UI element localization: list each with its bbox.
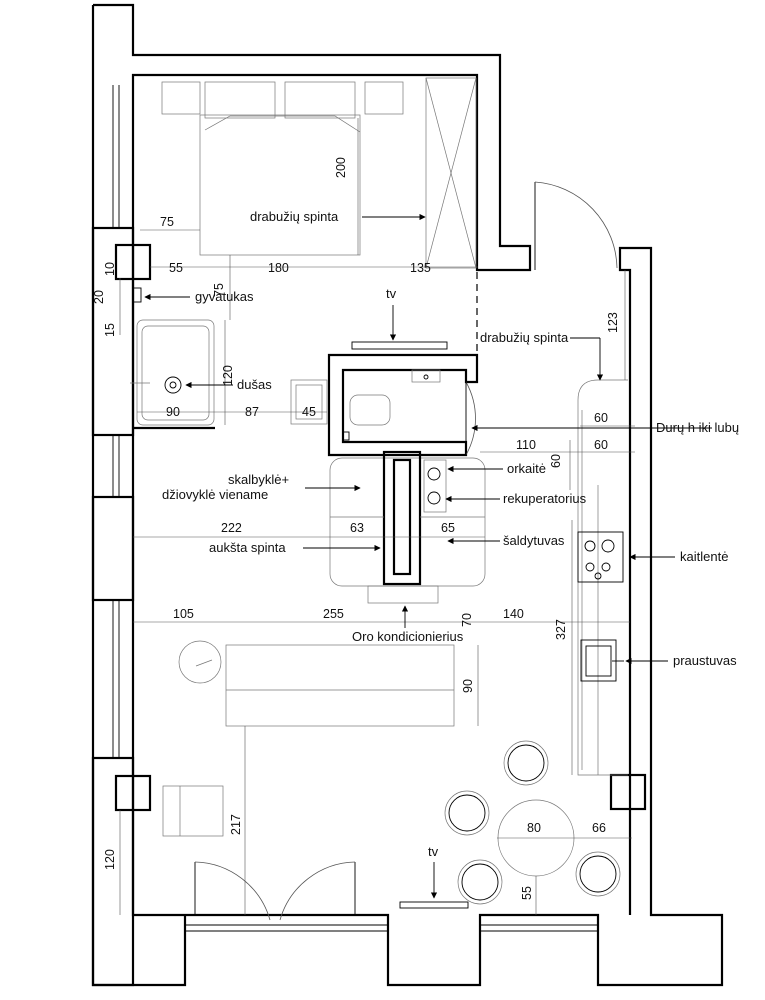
shower-tray (130, 319, 215, 426)
dim-15: 15 (103, 323, 117, 337)
label-recuperator: rekuperatorius (503, 491, 587, 506)
label-tv-bottom: tv (428, 844, 439, 859)
dim-222: 222 (221, 521, 242, 535)
armchair (162, 785, 224, 837)
bedroom-wardrobe (425, 77, 477, 269)
dim-140: 140 (503, 607, 524, 621)
label-shower: dušas (237, 377, 272, 392)
dim-65: 65 (441, 521, 455, 535)
label-washer-dryer-1: skalbyklė+ (228, 472, 289, 487)
label-wardrobe-hall: drabužių spinta (480, 330, 569, 345)
balcony-doors[interactable] (194, 861, 356, 921)
dim-10: 10 (103, 262, 117, 276)
dimension-texts: 200 75 10 55 180 135 75 20 15 120 90 87 … (92, 157, 620, 900)
dim-327: 327 (554, 619, 568, 640)
label-tv-top: tv (386, 286, 397, 301)
floor-lamp (178, 640, 222, 684)
bathroom-cabinet (290, 379, 328, 425)
label-air-conditioner: Oro kondicionierius (352, 629, 464, 644)
dimension-lines (119, 118, 635, 915)
entrance-door[interactable] (534, 181, 618, 270)
tall-cabinet-block (329, 450, 486, 587)
kitchen-sink (580, 639, 624, 682)
towel-rail (132, 287, 142, 303)
label-fridge: šaldytuvas (503, 533, 565, 548)
dim-110: 110 (516, 438, 536, 452)
label-door-height: Durų h iki lubų (656, 420, 739, 435)
dim-75-vertical: 75 (212, 283, 226, 297)
dim-bed-length: 200 (334, 157, 348, 178)
dim-63: 63 (350, 521, 364, 535)
dim-80: 80 (527, 821, 541, 835)
label-hob: kaitlentė (680, 549, 728, 564)
air-conditioner-unit (367, 585, 439, 604)
dim-75: 75 (160, 215, 174, 229)
tv-bottom-unit (399, 901, 469, 909)
dim-120-shower: 120 (221, 365, 235, 386)
wc-room (327, 353, 479, 457)
dim-60-kitchen: 60 (594, 438, 608, 452)
dim-90-shower: 90 (166, 405, 180, 419)
dim-135: 135 (410, 261, 431, 275)
dim-120-bottom: 120 (103, 849, 117, 870)
dim-180: 180 (268, 261, 289, 275)
dim-45: 45 (302, 405, 316, 419)
dim-70: 70 (460, 613, 474, 627)
label-oven: orkaitė (507, 461, 546, 476)
dim-123: 123 (606, 312, 620, 333)
label-sink: praustuvas (673, 653, 737, 668)
dim-55: 55 (169, 261, 183, 275)
label-towel-rail: gyvatukas (195, 289, 254, 304)
exterior-walls (91, 3, 724, 987)
dim-217: 217 (229, 814, 243, 835)
label-tall-cabinet: aukšta spinta (209, 540, 286, 555)
label-washer-dryer-2: džiovyklė viename (162, 487, 268, 502)
label-wardrobe-bedroom: drabužių spinta (250, 209, 339, 224)
sofa (225, 644, 455, 727)
dim-87: 87 (245, 405, 259, 419)
hob (577, 531, 624, 583)
dim-90-sofa: 90 (461, 679, 475, 693)
bed (161, 81, 404, 256)
tv-top-unit (351, 341, 448, 350)
dim-255: 255 (323, 607, 344, 621)
dim-66: 66 (592, 821, 606, 835)
dim-60-kitchen-top: 60 (594, 411, 608, 425)
dim-60-vertical: 60 (549, 454, 563, 468)
leader-arrows (144, 213, 712, 899)
dim-20: 20 (92, 290, 106, 304)
dim-55-bottom: 55 (520, 886, 534, 900)
room-labels: drabužių spinta gyvatukas dušas tv drabu… (162, 209, 739, 859)
dim-105: 105 (173, 607, 194, 621)
